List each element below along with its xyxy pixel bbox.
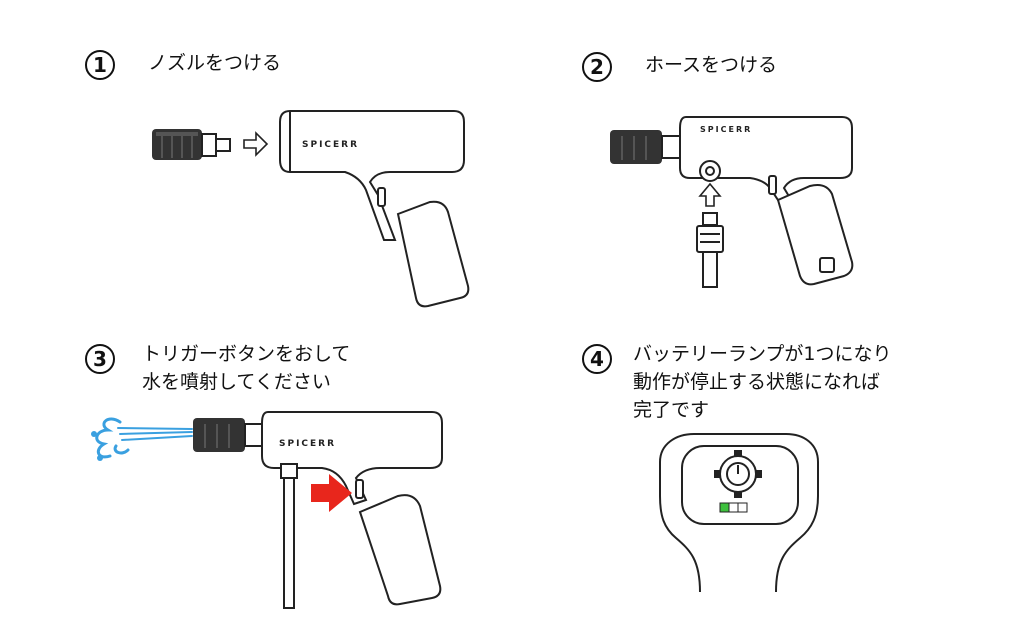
step-3-label-line-2: 水を噴射してください bbox=[142, 371, 331, 393]
sprayer-gun bbox=[279, 110, 470, 308]
step-4-label-line-2: 動作が停止する状態になれば bbox=[633, 371, 881, 393]
step-4-label-line-3: 完了です bbox=[633, 399, 710, 421]
press-arrow-icon bbox=[311, 474, 352, 512]
nozzle-3 bbox=[193, 418, 264, 452]
step-4-label-line-1: バッテリーランプが1つになり bbox=[633, 343, 892, 365]
battery-indicator-icon bbox=[719, 502, 748, 513]
step-number-4: 4 bbox=[582, 344, 612, 374]
hose-connector bbox=[696, 212, 724, 288]
gun-back-view bbox=[659, 433, 819, 593]
step-number-2: 2 bbox=[582, 52, 612, 82]
up-arrow-icon bbox=[698, 182, 722, 207]
sprayer-gun-2 bbox=[679, 116, 854, 286]
power-button-icon bbox=[714, 450, 762, 498]
nozzle-attached bbox=[610, 130, 681, 164]
step-3-label-line-1: トリガーボタンをおして bbox=[142, 343, 351, 365]
right-arrow-icon bbox=[243, 131, 269, 157]
step-number-3: 3 bbox=[85, 344, 115, 374]
sprayer-gun-3 bbox=[261, 411, 443, 609]
nozzle bbox=[152, 129, 231, 160]
step-number-1: 1 bbox=[85, 50, 115, 80]
step-1-label: ノズルをつける bbox=[148, 52, 282, 74]
step-2-label: ホースをつける bbox=[645, 54, 778, 76]
brand-logo-2: SPICERR bbox=[700, 125, 752, 134]
brand-logo-3: SPICERR bbox=[279, 439, 336, 449]
brand-logo-1: SPICERR bbox=[302, 140, 359, 150]
water-spray-icon bbox=[91, 417, 193, 461]
